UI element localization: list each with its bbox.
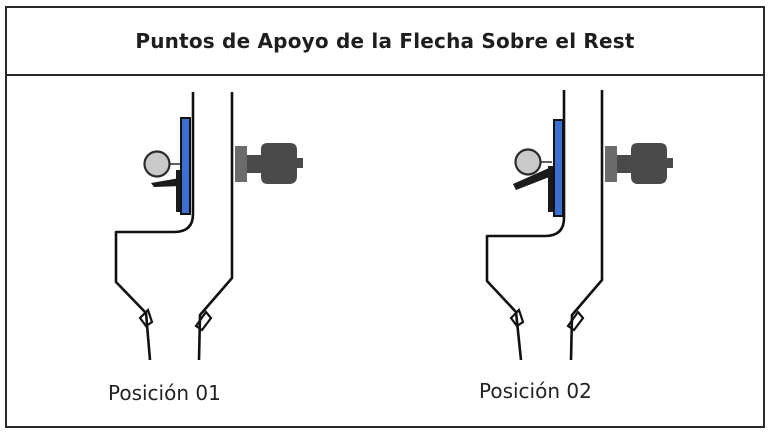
rest-blade-1 [180,117,191,215]
position-label-2: Posición 02 [479,379,592,403]
page-title: Puntos de Apoyo de la Flecha Sobre el Re… [135,29,635,53]
grip-notch-right-1 [194,310,213,332]
riser-outline-left-1 [114,92,195,361]
grip-notch-left-2 [509,307,525,328]
rest-arm-1 [151,178,182,187]
position-label-1: Posición 01 [108,381,221,405]
riser-outline-right-1 [197,92,234,361]
grip-notch-right-2 [566,310,585,332]
rest-arm-2 [513,168,552,190]
plunger-1 [235,143,303,184]
riser-illustration-2 [485,90,673,361]
riser-illustration-1 [114,92,303,361]
arrow-shaft-1 [143,150,171,178]
arrow-shaft-2 [514,148,542,176]
diagram-frame: Puntos de Apoyo de la Flecha Sobre el Re… [5,6,765,428]
title-bar: Puntos de Apoyo de la Flecha Sobre el Re… [7,8,763,76]
riser-outline-right-2 [569,90,604,361]
riser-outline-left-2 [485,90,566,361]
grip-notch-left-1 [138,307,154,328]
plunger-2 [605,143,673,184]
rest-backing-2 [548,166,556,212]
rest-blade-2 [553,119,564,217]
